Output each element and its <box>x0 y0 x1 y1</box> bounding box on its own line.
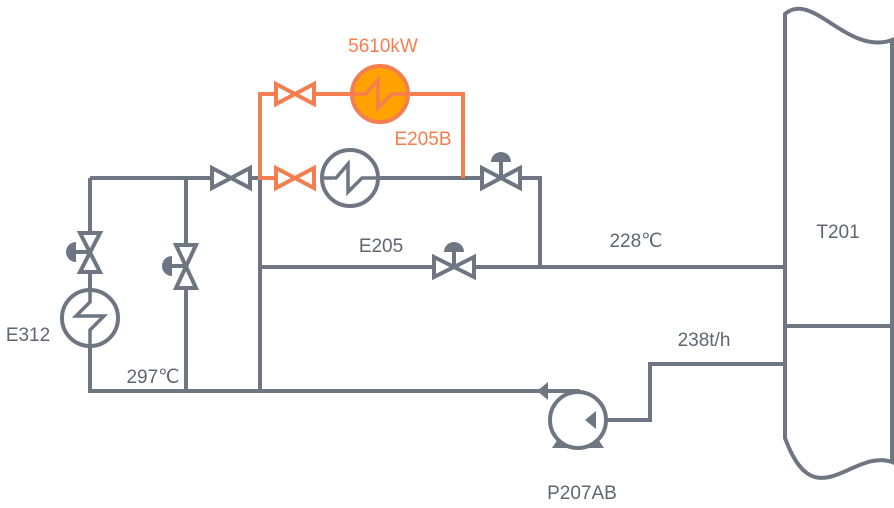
column-t201 <box>783 6 894 480</box>
piping <box>88 176 785 422</box>
pipe-e205-outlet <box>380 176 542 267</box>
column-t201-shell <box>783 6 894 480</box>
flow-238-label: 238t/h <box>678 330 731 351</box>
control-valve-e205-outlet[interactable] <box>480 152 522 192</box>
e312-label: E312 <box>6 325 50 346</box>
valve-top-header[interactable] <box>210 164 252 192</box>
pump-p207ab[interactable] <box>537 382 608 450</box>
pipe-e312-loop <box>88 178 545 393</box>
e205b-branch <box>258 92 465 180</box>
temp-297-label: 297℃ <box>126 367 179 388</box>
pump-inlet-arrow <box>537 382 548 400</box>
pump-flow-arrow <box>585 411 596 429</box>
valve-e205b-top[interactable] <box>274 80 316 108</box>
valve-e312[interactable] <box>66 231 104 274</box>
e205b-label: E205B <box>394 129 451 150</box>
exchanger-e312[interactable] <box>60 288 120 348</box>
heat-duty-label: 5610kW <box>348 36 418 57</box>
valve-e205b-lower[interactable] <box>274 164 316 192</box>
exchanger-e205[interactable] <box>320 148 380 208</box>
t201-label: T201 <box>816 222 859 243</box>
e205-label: E205 <box>359 236 403 257</box>
temp-228-label: 228℃ <box>609 231 662 252</box>
control-valve-mid[interactable] <box>432 242 476 281</box>
exchanger-e205b[interactable] <box>350 64 410 124</box>
pipe-tower-draw <box>603 362 785 422</box>
pump-label: P207AB <box>547 483 617 504</box>
valve-bypass[interactable] <box>162 243 200 290</box>
